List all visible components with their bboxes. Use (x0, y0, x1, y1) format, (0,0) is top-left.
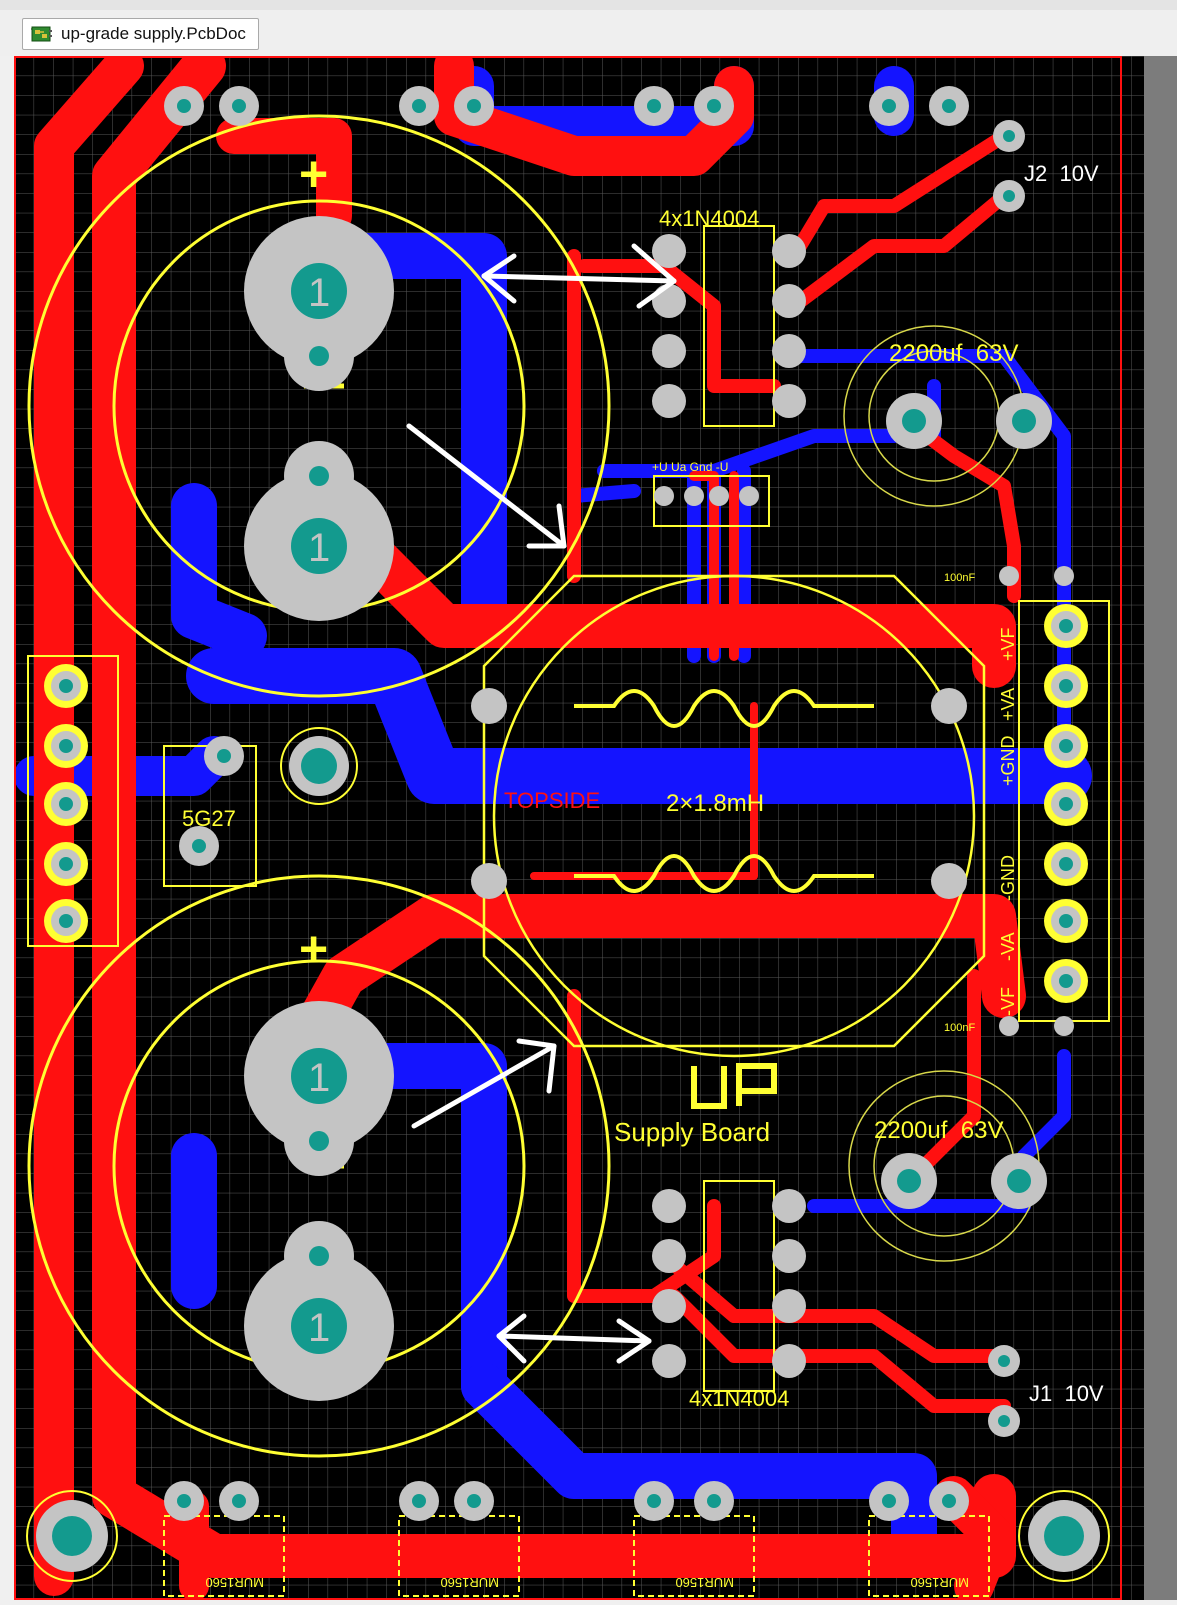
document-tab-label: up-grade supply.PcbDoc (61, 24, 246, 43)
capacitor-pad (244, 441, 394, 621)
diode-label-bottom: 4x1N4004 (689, 1386, 789, 1411)
connector-label: +VF (998, 627, 1018, 661)
small-cap-label: 100nF (944, 1022, 975, 1034)
board-outline (14, 56, 1122, 1600)
capacitor-pad (244, 216, 394, 391)
plus-marker: + (299, 921, 328, 977)
left-gutter (0, 56, 14, 1600)
pcb-board-view[interactable]: + + 1 1 1 1 4x1N4004 4x1N4004 2200uf 63V… (14, 44, 1144, 1605)
board-logo: UP (694, 1060, 766, 1118)
inductor-value: 2×1.8mH (666, 790, 764, 817)
vertical-scrollbar[interactable] (1144, 56, 1177, 1600)
connector-label: +VA (998, 688, 1018, 721)
pad-number: 1 (308, 271, 330, 315)
mur-label: MUR1560 (440, 1575, 499, 1590)
connector-label: -VF (998, 987, 1018, 1016)
cap-top-label: 2200uf 63V (889, 340, 1018, 367)
pcb-document-icon (30, 25, 53, 43)
cap-bottom-label: 2200uf 63V (874, 1117, 1003, 1144)
capacitor-pad (244, 1221, 394, 1401)
right-connector-pads (1044, 604, 1088, 1003)
text-labels: + + 1 1 1 1 4x1N4004 4x1N4004 2200uf 63V… (182, 146, 1104, 1590)
connector-label: -GND (998, 855, 1018, 901)
document-tab[interactable]: up-grade supply.PcbDoc (22, 18, 259, 50)
board-subtitle: Supply Board (614, 1117, 770, 1147)
pcb-canvas[interactable]: + + 1 1 1 1 4x1N4004 4x1N4004 2200uf 63V… (14, 44, 1144, 1605)
connector-label: -VA (998, 932, 1018, 961)
small-cap-label: 100nF (944, 572, 975, 584)
pin-header-labels: +U Ua Gnd -U (652, 460, 728, 474)
j1-label: J1 10V (1029, 1381, 1104, 1406)
capacitor-pad (244, 1001, 394, 1176)
layer-label: TOPSIDE (504, 788, 600, 813)
j2-label: J2 10V (1024, 161, 1099, 186)
mur-label: MUR1560 (910, 1575, 969, 1590)
pad-number: 1 (308, 526, 330, 570)
mur-label: MUR1560 (675, 1575, 734, 1590)
pads-layer (36, 86, 1100, 1572)
regulator-label: 5G27 (182, 806, 236, 831)
mur-label: MUR1560 (205, 1575, 264, 1590)
pad-number: 1 (308, 1056, 330, 1100)
connector-label: +GND (998, 735, 1018, 786)
annotation-arrows (406, 243, 677, 1364)
plus-marker: + (299, 146, 328, 202)
document-tab-bar: up-grade supply.PcbDoc (0, 10, 1177, 57)
pad-number: 1 (308, 1306, 330, 1350)
diode-label-top: 4x1N4004 (659, 206, 759, 231)
left-connector-pads (44, 664, 88, 943)
